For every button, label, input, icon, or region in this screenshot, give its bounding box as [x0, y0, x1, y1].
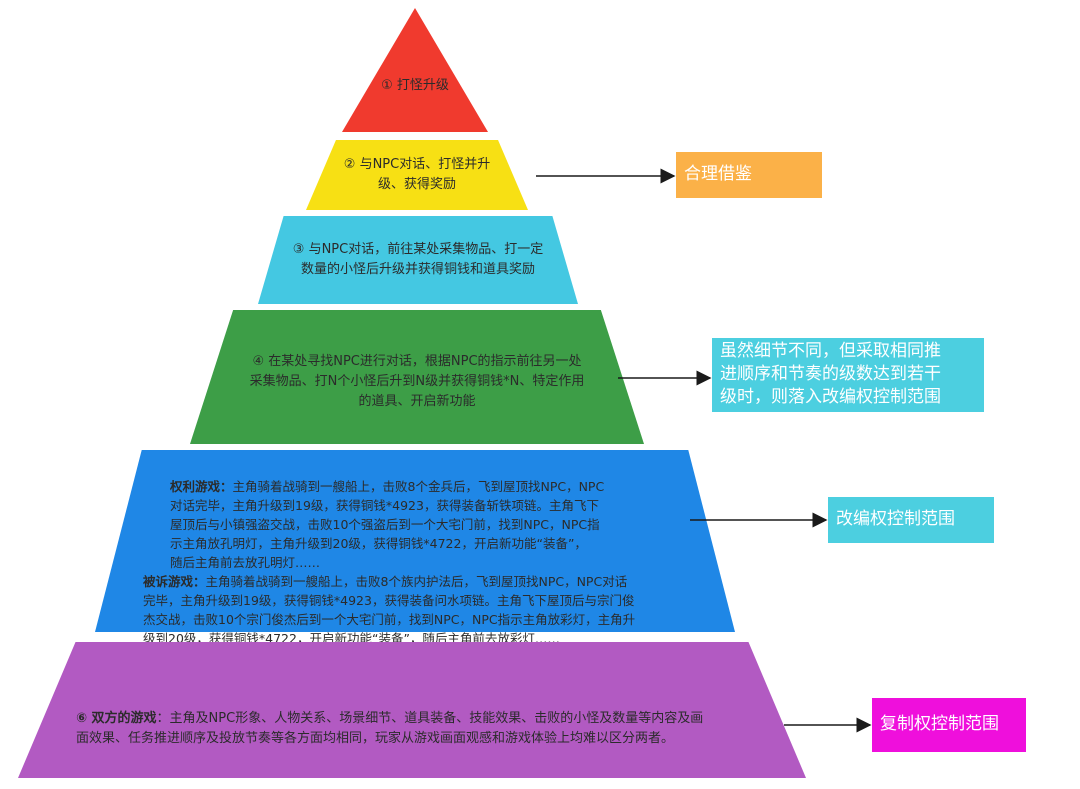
both-games-text: ：主角及NPC形象、人物关系、场景细节、道具装备、技能效果、击败的小怪及数量等内… — [76, 711, 704, 746]
tier-4-text: ④ 在某处寻找NPC进行对话，根据NPC的指示前往另一处 采集物品、打N个小怪后… — [249, 354, 585, 409]
tier-1-text: ① 打怪升级 — [381, 78, 449, 93]
callout-reasonable-reference: 合理借鉴 — [676, 152, 822, 198]
callout-adaptation-threshold: 虽然细节不同，但采取相同推 进顺序和节奏的级数达到若干 级时，则落入改编权控制范… — [712, 338, 984, 412]
accused-game-label: 被诉游戏： — [143, 574, 206, 589]
tier-5-accused-block: 被诉游戏：主角骑着战骑到一艘船上，击败8个族内护法后，飞到屋顶找NPC，NPC对… — [143, 553, 703, 648]
pyramid-tier-4 — [190, 310, 644, 444]
pyramid-tier-1 — [342, 8, 488, 132]
both-games-label: ⑥ 双方的游戏 — [76, 711, 157, 726]
pyramid-tier-3 — [258, 216, 578, 304]
accused-game-text: 主角骑着战骑到一艘船上，击败8个族内护法后，飞到屋顶找NPC，NPC对话 完毕，… — [143, 574, 636, 646]
rights-game-text: 主角骑着战骑到一艘船上，击败8个金兵后，飞到屋顶找NPC，NPC 对话完毕，主角… — [170, 479, 605, 570]
pyramid-tier-6 — [18, 642, 806, 778]
tier-2-text: ② 与NPC对话、打怪并升 级、获得奖励 — [343, 157, 491, 192]
pyramid-tier-2 — [306, 140, 528, 210]
tier-3-text: ③ 与NPC对话，前往某处采集物品、打一定 数量的小怪后升级并获得铜钱和道具奖励 — [292, 242, 544, 277]
pyramid-tier-5 — [95, 450, 735, 632]
tier-6-block: ⑥ 双方的游戏：主角及NPC形象、人物关系、场景细节、道具装备、技能效果、击败的… — [76, 689, 776, 749]
rights-game-label: 权利游戏： — [170, 479, 233, 494]
tier-5-rights-block: 权利游戏：主角骑着战骑到一艘船上，击败8个金兵后，飞到屋顶找NPC，NPC 对话… — [170, 458, 690, 572]
callout-adaptation-right: 改编权控制范围 — [828, 497, 994, 543]
callout-reproduction-right: 复制权控制范围 — [872, 698, 1026, 752]
